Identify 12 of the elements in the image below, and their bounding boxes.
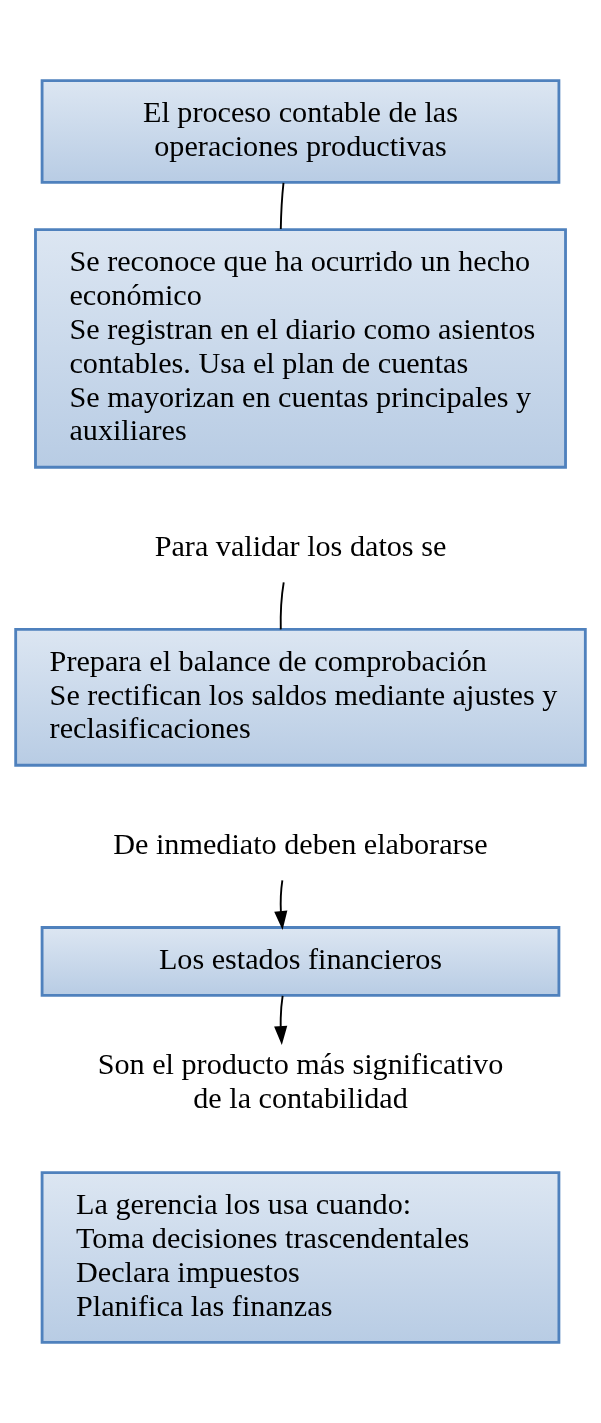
node-text: De inmediato deben elaborarse [113,826,488,861]
node-text: Son el producto más significativo de la contabilidad [97,1047,504,1116]
node-box: Se reconoce que ha ocurrido un hecho económico Se registran en el diario como asientos contables. Usa el plan de cuentas Se mayorizan en cuentas principales y auxiliares [34,228,567,469]
connector [279,581,285,631]
node-box: Los estados financieros [40,926,561,997]
arrow [274,994,288,1045]
arrow [274,879,288,930]
node-box: El proceso contable de las operaciones productivas [40,79,561,184]
node-box: Prepara el balance de comprobación Se rectifican los saldos mediante ajustes y reclasificaciones [14,628,587,767]
node-text: Para validar los datos se [154,528,447,563]
node-box: La gerencia los usa cuando: Toma decisiones trascendentales Declara impuestos Planifica las finanzas [40,1171,561,1344]
connector [279,181,285,230]
